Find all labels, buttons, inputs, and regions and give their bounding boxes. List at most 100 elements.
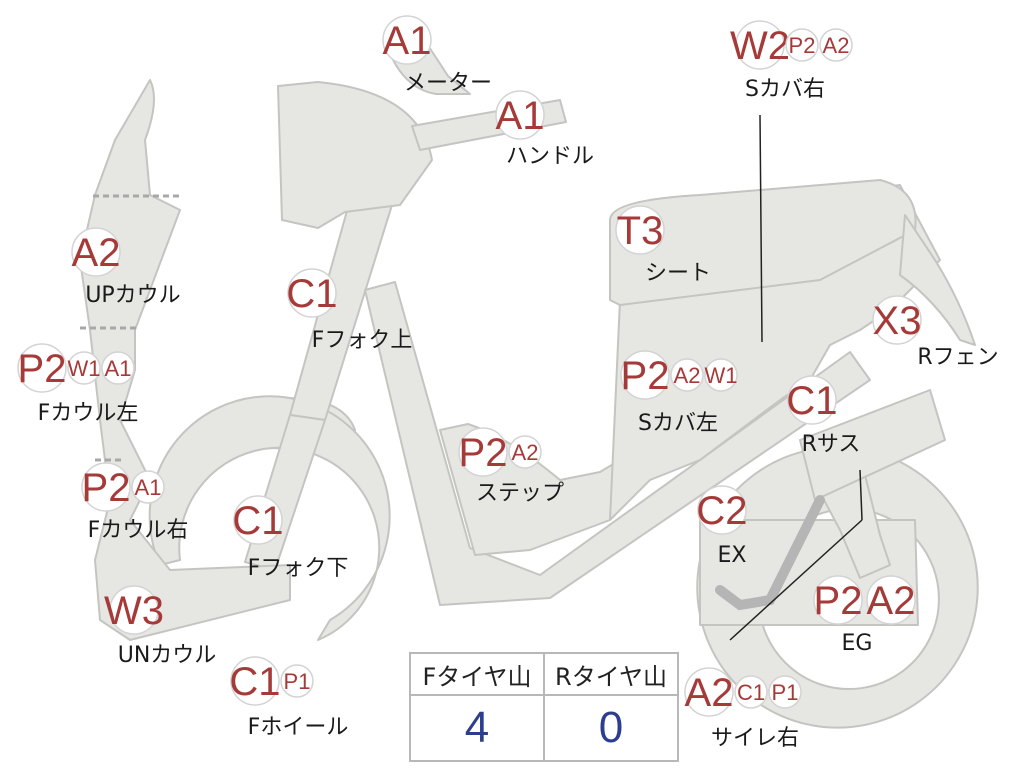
leader-line — [759, 114, 763, 343]
part-label: Fフォク上 — [312, 328, 413, 353]
damage-code-text: W1 — [705, 363, 738, 388]
badge-circle — [620, 350, 670, 400]
frame-down-tube-shape — [364, 281, 871, 606]
part-label: シート — [645, 261, 711, 286]
damage-code-text: A2 — [685, 671, 734, 715]
damage-code-text: P2 — [621, 354, 670, 398]
damage-code-badge: X3 — [872, 295, 922, 345]
badge-circle — [670, 358, 704, 392]
damage-code-badge: A2 — [71, 227, 121, 277]
part-label: サイレ右 — [711, 726, 799, 751]
damage-code-text: T3 — [617, 209, 664, 253]
damage-code-text: W3 — [104, 589, 164, 633]
damage-code-badge: A2 — [670, 358, 704, 392]
badge-circle — [382, 15, 432, 65]
damage-code-text: A2 — [823, 33, 850, 58]
damage-code-text: A1 — [105, 356, 132, 381]
damage-code-text: C2 — [696, 489, 747, 533]
badge-circle — [280, 664, 314, 698]
damage-code-badge: A2 — [866, 575, 916, 625]
damage-code-text: P2 — [18, 347, 67, 391]
front-wheel-shape — [148, 395, 391, 641]
damage-code-badge: C1 — [232, 495, 284, 545]
damage-code-badge: W1 — [704, 358, 738, 392]
badge-circle — [233, 495, 283, 545]
badge-circle — [735, 20, 785, 70]
badge-circle — [734, 675, 768, 709]
damage-code-badge: P2 — [81, 462, 131, 512]
damage-code-text: W1 — [68, 356, 101, 381]
tire-tread-table: Fタイヤ山 Rタイヤ山 4 0 — [409, 652, 679, 762]
badge-circle — [704, 358, 738, 392]
front-cowl-shape — [79, 79, 291, 641]
exhaust-pipe-shape — [715, 495, 825, 611]
damage-code-text: A1 — [383, 19, 432, 63]
damage-code-badge: W1 — [67, 351, 101, 385]
part-label: ハンドル — [506, 144, 594, 169]
badge-circle — [109, 585, 159, 635]
part-label: Sカバ左 — [638, 411, 718, 436]
damage-code-badge: W2 — [730, 20, 790, 70]
damage-code-text: X3 — [873, 299, 922, 343]
damage-code-text: A2 — [72, 231, 121, 275]
part-label: Fカウル右 — [88, 518, 189, 543]
badge-circle — [787, 375, 837, 425]
damage-code-text: C1 — [286, 272, 337, 316]
part-handle: A1 ハンドル — [495, 90, 594, 169]
damage-code-badge: P2 — [620, 350, 670, 400]
badge-circle — [71, 227, 121, 277]
headlight-housing-shape — [277, 81, 433, 229]
badge-circle — [131, 470, 165, 504]
badge-circle — [768, 675, 802, 709]
part-label: Sカバ右 — [745, 77, 825, 102]
damage-code-badge: P1 — [280, 664, 314, 698]
part-label: EG — [842, 631, 873, 656]
front-tire-header: Fタイヤ山 — [409, 652, 545, 696]
damage-code-badge: A2 — [819, 28, 853, 62]
front-tire-value: 4 — [409, 694, 545, 762]
badge-circle — [785, 28, 819, 62]
part-label: EX — [718, 543, 747, 568]
damage-code-badge: P2 — [785, 28, 819, 62]
part-label: UNカウル — [118, 643, 217, 668]
damage-code-text: A1 — [496, 94, 545, 138]
leader-line — [729, 519, 863, 641]
damage-code-badge: C1 — [786, 375, 838, 425]
damage-code-badge: P2 — [813, 575, 863, 625]
badge-circle — [67, 351, 101, 385]
badge-circle — [230, 656, 280, 706]
damage-code-text: C1 — [786, 379, 837, 423]
badge-circle — [287, 268, 337, 318]
rear-tire-header: Rタイヤ山 — [543, 652, 679, 696]
damage-code-badge: T3 — [615, 205, 665, 255]
damage-code-text: C1 — [232, 499, 283, 543]
damage-code-text: C1 — [229, 660, 280, 704]
badge-circle — [81, 462, 131, 512]
leader-line — [859, 469, 863, 521]
damage-code-badge: C1 — [229, 656, 281, 706]
damage-code-badge: A1 — [131, 470, 165, 504]
damage-code-text: A1 — [135, 475, 162, 500]
damage-code-text: P2 — [789, 33, 816, 58]
leader-lines — [729, 114, 863, 641]
badge-circle — [813, 575, 863, 625]
part-label: ステップ — [476, 481, 564, 506]
badge-circle — [819, 28, 853, 62]
part-label: UPカウル — [85, 283, 180, 308]
damage-code-badge: A1 — [101, 351, 135, 385]
damage-code-text: P2 — [814, 579, 863, 623]
muffler-shape — [799, 389, 946, 501]
